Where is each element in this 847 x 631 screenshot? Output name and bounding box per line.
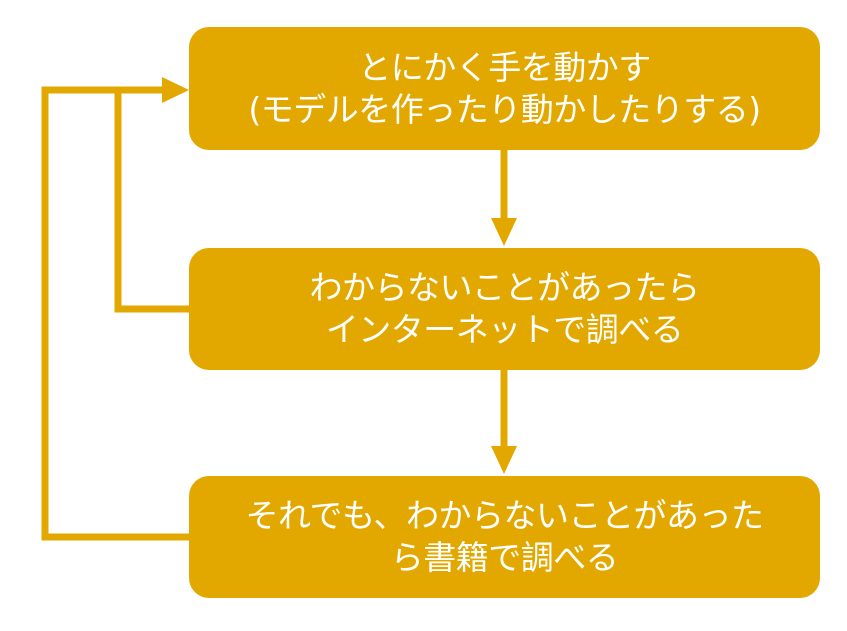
step-1-line-1: とにかく手を動かす	[358, 47, 651, 87]
step-1-box: とにかく手を動かす (モデルを作ったり動かしたりする)	[189, 27, 820, 150]
feedback-arrow-head	[162, 77, 189, 103]
step-2-line-2: インターネットで調べる	[325, 310, 684, 349]
arrow-2-to-3-head	[491, 446, 517, 474]
step-1-line-2: (モデルを作ったり動かしたりする)	[248, 89, 761, 129]
step-3-box: それでも、わからないことがあった ら書籍で調べる	[189, 476, 820, 598]
step-3-line-1: それでも、わからないことがあった	[245, 496, 764, 535]
arrow-1-to-2-head	[491, 218, 517, 246]
step-3-line-2: ら書籍で調べる	[390, 538, 619, 577]
feedback-loop-from-step-3	[41, 86, 189, 541]
step-2-box: わからないことがあったら インターネットで調べる	[189, 248, 820, 370]
feedback-loop-from-step-2	[114, 90, 189, 313]
step-2-line-1: わからないことがあったら	[309, 268, 701, 307]
